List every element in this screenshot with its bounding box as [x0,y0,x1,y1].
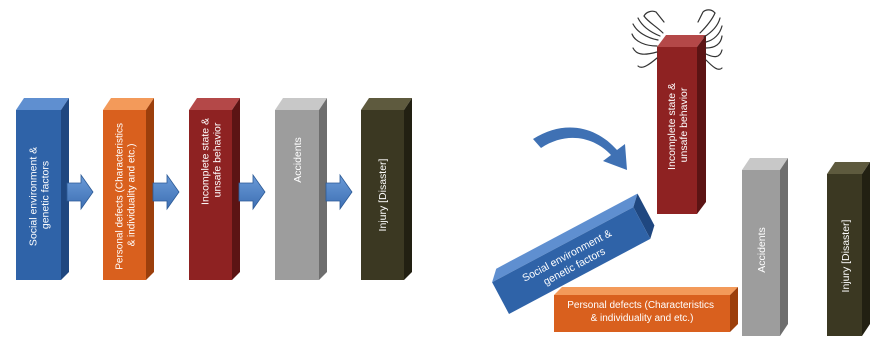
block-incomplete-label: Incomplete state & unsafe behavior [200,115,224,205]
block-injury: Injury [Disaster] [361,98,412,280]
block-social-label: Social environment & genetic factors [28,144,52,246]
left-sequence: Social environment & genetic factors Per… [16,98,412,280]
fallen-personal-label: Personal defects (Characteristics & indi… [567,300,717,324]
lifted-block-incomplete-state: Incomplete state & unsafe behavior [657,35,706,214]
arrow-right-4 [325,173,353,211]
right-scene: Incomplete state & unsafe behavior [492,9,870,336]
fallen-block-social-environment: Social environment & genetic factors [492,193,655,314]
block-personal-label: Personal defects (Characteristics & indi… [115,120,138,270]
arrow-right-1 [66,173,94,211]
block-social-environment: Social environment & genetic factors [16,98,69,280]
block-accidents-label: Accidents [292,137,304,183]
curved-arrow-icon [533,127,627,170]
standing-block-accidents: Accidents [742,158,788,336]
block-accidents: Accidents [275,98,327,280]
arrow-right-2 [152,173,180,211]
fallen-block-personal-defects: Personal defects (Characteristics & indi… [554,287,738,332]
block-personal-defects: Personal defects (Characteristics & indi… [103,98,154,280]
block-incomplete-state: Incomplete state & unsafe behavior [189,98,240,280]
standing-block-injury: Injury [Disaster] [827,162,870,336]
standing-accidents-label: Accidents [756,227,768,273]
block-injury-label: Injury [Disaster] [377,158,389,231]
standing-injury-label: Injury [Disaster] [840,219,852,292]
lifted-block-label: Incomplete state & unsafe behavior [666,80,690,170]
arrow-right-3 [238,173,266,211]
hands-removing-block-icon [631,9,723,70]
